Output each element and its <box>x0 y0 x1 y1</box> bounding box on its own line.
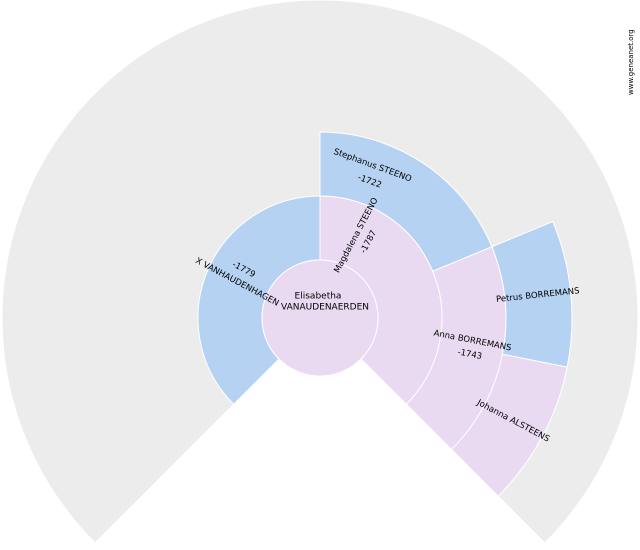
root-person-circle[interactable] <box>261 259 379 377</box>
ancestor-segment-great-grandmother[interactable] <box>450 353 568 497</box>
root-first-name: Elisabetha <box>295 292 342 302</box>
ancestor-dates-maternal-grandmother: -1743 <box>457 347 483 362</box>
watermark-text: www.geneanet.org <box>627 29 635 95</box>
root-last-name: VANAUDENAERDEN <box>281 303 369 313</box>
